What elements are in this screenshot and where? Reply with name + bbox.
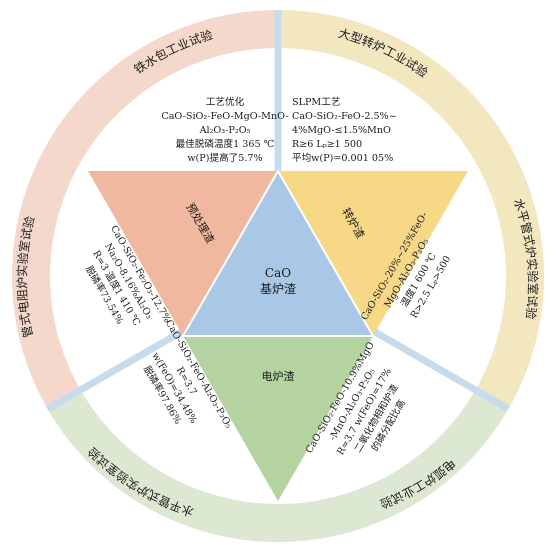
block-top-left-line: 最佳脱磷温度1 365 ℃ <box>176 138 275 150</box>
triangle-electric <box>183 336 373 501</box>
block-top-right: SLPM工艺 CaO-SiO₂-FeO-2.5%~ 4%MgO-≤1.5%MnO… <box>292 97 397 164</box>
block-top-right-line: R≥6 Lₚ≥1 500 <box>292 139 362 150</box>
triangle-pretreatment <box>88 171 278 336</box>
triangle-center <box>183 171 373 336</box>
center-label-line2: 基炉渣 <box>260 282 296 296</box>
triangle-label-electric: 电炉渣 <box>262 369 295 383</box>
block-top-right-line: 4%MgO-≤1.5%MnO <box>292 125 391 136</box>
block-top-left-line: CaO-SiO₂-FeO-MgO-MnO- <box>161 111 288 122</box>
triangle-converter <box>278 171 468 336</box>
block-top-left-line: 工艺优化 <box>206 96 245 108</box>
block-top-right-line: 平均w(P)=0.001 05% <box>292 152 393 164</box>
block-top-right-line: SLPM工艺 <box>292 97 340 108</box>
block-top-left: 工艺优化 CaO-SiO₂-FeO-MgO-MnO- Al₂O₃-P₂O₅ 最佳… <box>161 96 288 164</box>
triangle-outline <box>181 170 375 337</box>
block-top-left-line: w(P)提高了5.7% <box>187 152 262 164</box>
center-label-line1: CaO <box>265 266 291 280</box>
block-top-right-line: CaO-SiO₂-FeO-2.5%~ <box>292 111 397 122</box>
block-top-left-line: Al₂O₃-P₂O₅ <box>199 125 251 136</box>
